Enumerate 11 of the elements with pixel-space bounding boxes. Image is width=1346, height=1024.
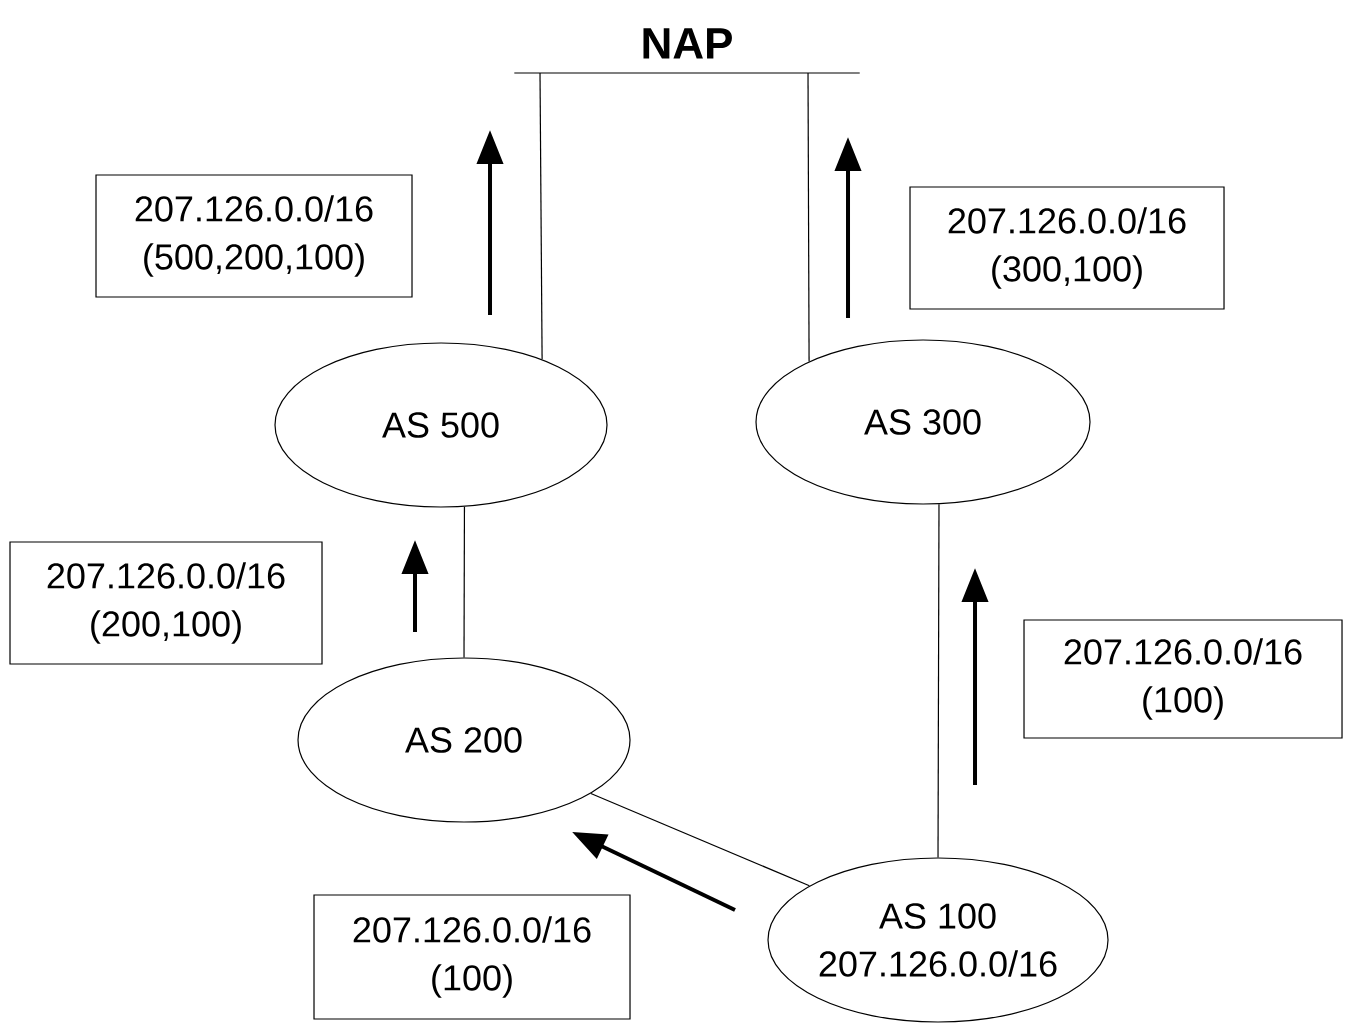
link-line bbox=[807, 72, 810, 363]
route-box: 207.126.0.0/16 (300,100) bbox=[909, 186, 1225, 310]
route-box: 207.126.0.0/16 (500,200,100) bbox=[95, 174, 413, 298]
link-line bbox=[463, 506, 466, 658]
route-box: 207.126.0.0/16 (200,100) bbox=[9, 541, 323, 665]
link-line bbox=[590, 792, 810, 887]
network-bus: NAP bbox=[513, 28, 861, 74]
route-box: 207.126.0.0/16 (100) bbox=[1023, 619, 1343, 739]
link-line bbox=[539, 72, 543, 360]
route-box: 207.126.0.0/16 (100) bbox=[313, 894, 631, 1020]
link-line bbox=[937, 503, 940, 858]
